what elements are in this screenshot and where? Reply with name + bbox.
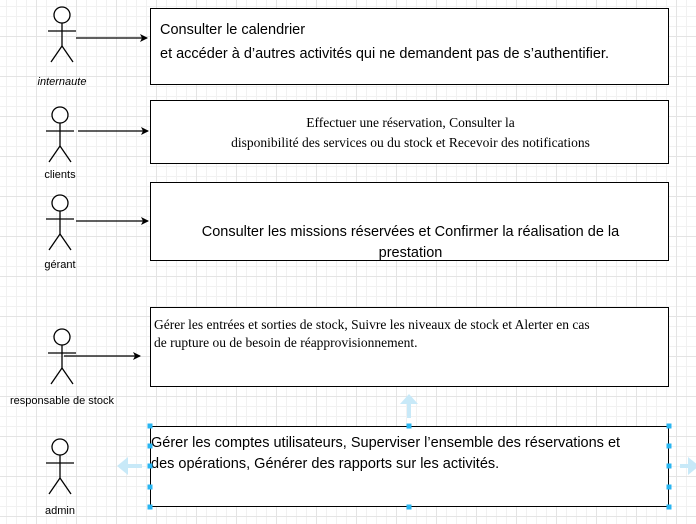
actor-admin[interactable] bbox=[40, 436, 80, 495]
resize-handle-se[interactable] bbox=[666, 504, 672, 510]
resize-handle-w[interactable] bbox=[147, 463, 153, 469]
resize-handle-e2[interactable] bbox=[666, 443, 672, 449]
usecase-text-line1: Gérer les comptes utilisateurs, Supervis… bbox=[151, 435, 621, 451]
resize-handle-w2[interactable] bbox=[147, 443, 153, 449]
stick-figure-icon bbox=[48, 6, 76, 63]
usecase-text-line1: Gérer les entrées et sorties de stock, S… bbox=[154, 317, 590, 332]
usecase-text-line1: Consulter les missions réservées et Conf… bbox=[201, 224, 620, 240]
usecase-box-internaute[interactable]: Consulter le calendrier et accéder à d’a… bbox=[150, 8, 669, 85]
resize-handle-e[interactable] bbox=[666, 463, 672, 469]
usecase-text-line2: des opérations, Générer des rapports sur… bbox=[151, 456, 500, 472]
actor-internaute[interactable] bbox=[42, 4, 82, 63]
usecase-box-gerant[interactable]: Consulter les missions réservées et Conf… bbox=[150, 182, 669, 261]
usecase-box-clients[interactable]: Effectuer une réservation, Consulter la … bbox=[150, 100, 669, 164]
actor-responsable-de-stock[interactable] bbox=[42, 326, 82, 385]
usecase-text-line2: disponibilité des services ou du stock e… bbox=[231, 135, 590, 150]
resize-handle-s[interactable] bbox=[406, 504, 412, 510]
resize-handle-n[interactable] bbox=[406, 423, 412, 429]
resize-handle-sw[interactable] bbox=[147, 504, 153, 510]
stick-figure-icon bbox=[48, 328, 76, 385]
usecase-text-line2: et accéder à d’autres activités qui ne d… bbox=[160, 46, 609, 62]
actor-label-gerant: gérant bbox=[44, 259, 76, 271]
actor-clients[interactable] bbox=[40, 104, 80, 163]
usecase-box-admin[interactable]: Gérer les comptes utilisateurs, Supervis… bbox=[150, 426, 669, 507]
resize-handle-e3[interactable] bbox=[666, 484, 672, 490]
actor-label-responsable-de-stock: responsable de stock bbox=[10, 395, 114, 407]
resize-handle-nw[interactable] bbox=[147, 423, 153, 429]
resize-handle-w3[interactable] bbox=[147, 484, 153, 490]
resize-handle-ne[interactable] bbox=[666, 423, 672, 429]
actor-label-internaute: internaute bbox=[37, 76, 87, 88]
usecase-box-responsable-de-stock[interactable]: Gérer les entrées et sorties de stock, S… bbox=[150, 307, 669, 387]
usecase-text-line2: de rupture ou de besoin de réapprovision… bbox=[154, 335, 418, 350]
usecase-text-line1: Effectuer une réservation, Consulter la bbox=[306, 115, 515, 130]
usecase-text-line1: Consulter le calendrier bbox=[160, 22, 306, 38]
actor-label-admin: admin bbox=[45, 505, 75, 517]
actor-gerant[interactable] bbox=[40, 192, 80, 251]
stick-figure-icon bbox=[46, 438, 74, 495]
usecase-text-line2: prestation bbox=[378, 245, 443, 261]
actor-label-clients: clients bbox=[44, 169, 76, 181]
stick-figure-icon bbox=[46, 106, 74, 163]
stick-figure-icon bbox=[46, 194, 74, 251]
